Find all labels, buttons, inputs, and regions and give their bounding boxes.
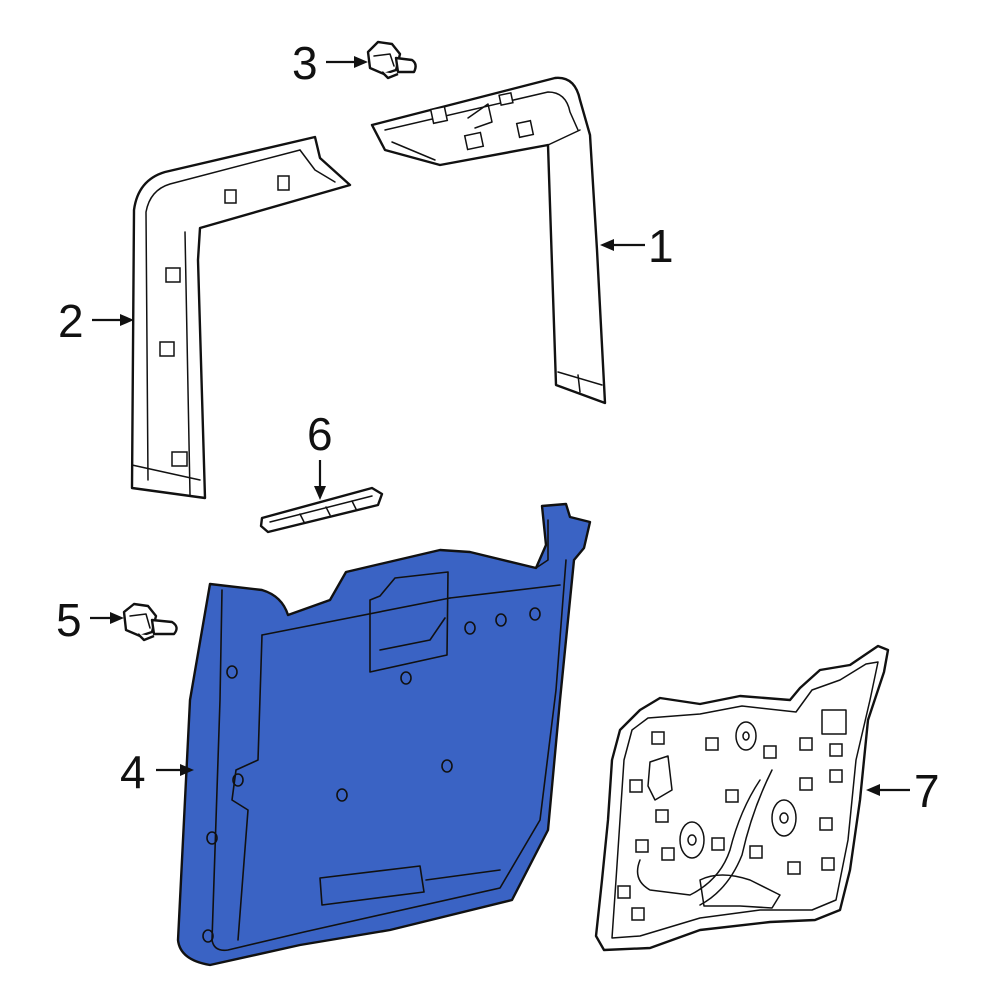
door-panel-body xyxy=(176,502,592,967)
callout-7-label: 7 xyxy=(914,765,940,817)
callout-3-label: 3 xyxy=(292,37,318,89)
callout-1-label: 1 xyxy=(648,220,674,272)
part-6-molding-strip[interactable] xyxy=(259,486,384,534)
callout-6-label: 6 xyxy=(307,408,333,460)
callout-2-label: 2 xyxy=(58,295,84,347)
callout-7: 7 xyxy=(866,765,940,817)
part-1-upper-trim-right[interactable] xyxy=(370,76,607,405)
part-7-door-module-panel[interactable] xyxy=(594,644,890,952)
callout-6: 6 xyxy=(307,408,333,500)
callout-3: 3 xyxy=(292,37,368,89)
callout-5-label: 5 xyxy=(56,594,82,646)
callout-1: 1 xyxy=(600,220,674,272)
callout-4: 4 xyxy=(120,746,194,798)
part-4-door-panel-highlighted[interactable] xyxy=(176,502,592,967)
callout-4-label: 4 xyxy=(120,746,146,798)
callout-5: 5 xyxy=(56,594,124,646)
part-2-upper-trim-left[interactable] xyxy=(130,135,352,500)
part-3-fastener[interactable] xyxy=(366,40,417,80)
callout-2: 2 xyxy=(58,295,134,347)
part-5-fastener[interactable] xyxy=(122,602,178,642)
